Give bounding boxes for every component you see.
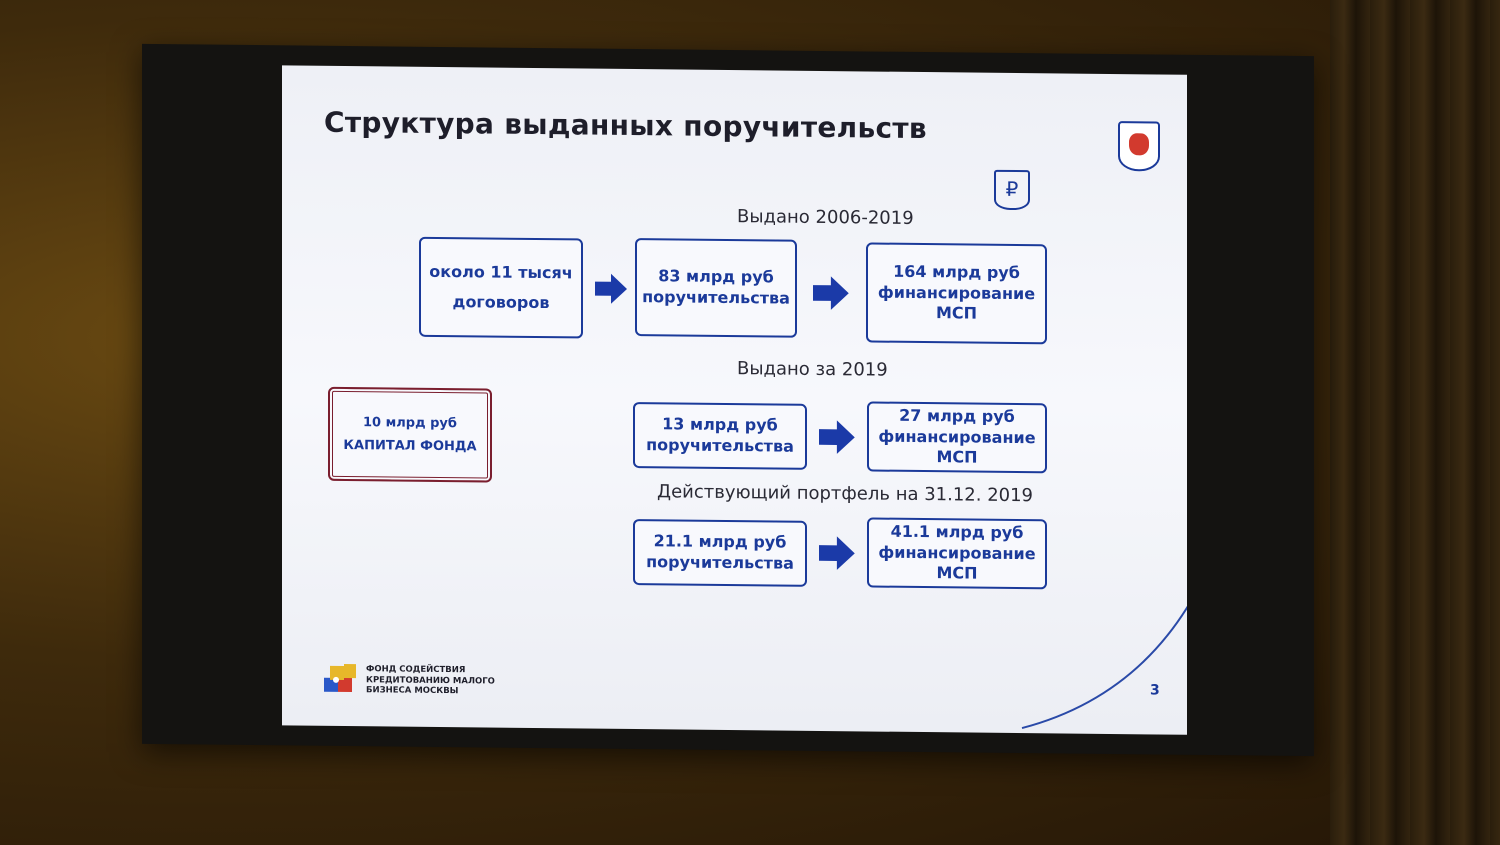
section-label-issued-2019: Выдано за 2019 bbox=[737, 358, 888, 381]
arrow-right-icon bbox=[595, 273, 627, 304]
arrow-right-icon bbox=[819, 536, 855, 570]
box-financing-2019: 27 млрд руб финансирование МСП bbox=[867, 401, 1047, 474]
tv-monitor: Структура выданных поручительств ₽ Выдан… bbox=[142, 43, 1314, 757]
footer-org-name: ФОНД СОДЕЙСТВИЯ КРЕДИТОВАНИЮ МАЛОГО БИЗН… bbox=[366, 664, 495, 697]
box-financing-total: 164 млрд руб финансирование МСП bbox=[866, 242, 1047, 345]
fund-logo-icon bbox=[324, 663, 356, 693]
background-curtain bbox=[1330, 0, 1500, 845]
box-contracts: около 11 тысяч договоров bbox=[419, 236, 583, 339]
section-label-issued-total: Выдано 2006-2019 bbox=[737, 206, 914, 229]
box-fund-capital: 10 млрд руб КАПИТАЛ ФОНДА bbox=[328, 386, 492, 483]
presentation-slide: Структура выданных поручительств ₽ Выдан… bbox=[282, 65, 1187, 735]
section-label-portfolio: Действующий портфель на 31.12. 2019 bbox=[657, 481, 1033, 507]
slide-title: Структура выданных поручительств bbox=[324, 105, 927, 146]
box-guarantees-portfolio: 21.1 млрд руб поручительства bbox=[633, 519, 807, 587]
ruble-shield-icon: ₽ bbox=[994, 169, 1030, 211]
box-guarantees-total: 83 млрд руб поручительства bbox=[635, 238, 797, 338]
moscow-emblem-icon bbox=[1118, 121, 1160, 172]
decorative-curve bbox=[1021, 602, 1187, 730]
arrow-right-icon bbox=[819, 420, 855, 454]
arrow-right-icon bbox=[813, 276, 849, 310]
box-guarantees-2019: 13 млрд руб поручительства bbox=[633, 402, 807, 470]
page-number: 3 bbox=[1150, 682, 1160, 699]
